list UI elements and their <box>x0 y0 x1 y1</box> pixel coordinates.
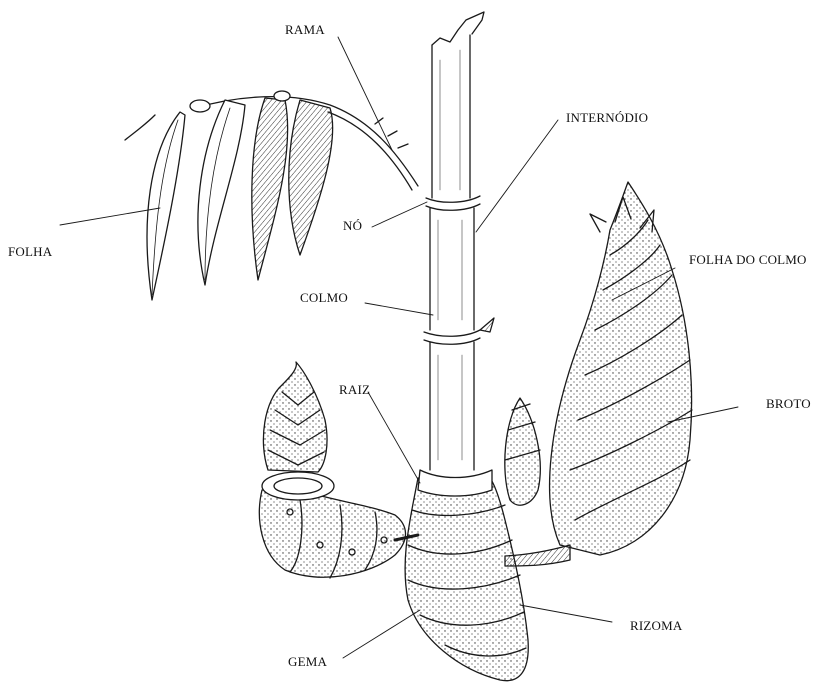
rhizome <box>405 470 528 681</box>
left-rhizome <box>259 472 418 578</box>
label-internodio: INTERNÓDIO <box>566 110 648 126</box>
leaf-cluster <box>125 91 333 300</box>
label-raiz: RAIZ <box>339 382 370 398</box>
label-broto: BROTO <box>766 396 811 412</box>
culm <box>424 12 494 470</box>
leaf-4 <box>289 100 333 255</box>
left-bud <box>263 362 327 472</box>
leaf-3 <box>252 98 288 280</box>
label-gema: GEMA <box>288 654 327 670</box>
shoot <box>505 182 692 566</box>
small-bud <box>505 398 540 505</box>
label-rama: RAMA <box>285 22 325 38</box>
label-no: NÓ <box>343 218 362 234</box>
label-colmo: COLMO <box>300 290 348 306</box>
label-rizoma: RIZOMA <box>630 618 682 634</box>
label-folha-do-colmo: FOLHA DO COLMO <box>689 252 807 268</box>
label-folha: FOLHA <box>8 244 52 260</box>
leaf-1 <box>147 112 185 300</box>
